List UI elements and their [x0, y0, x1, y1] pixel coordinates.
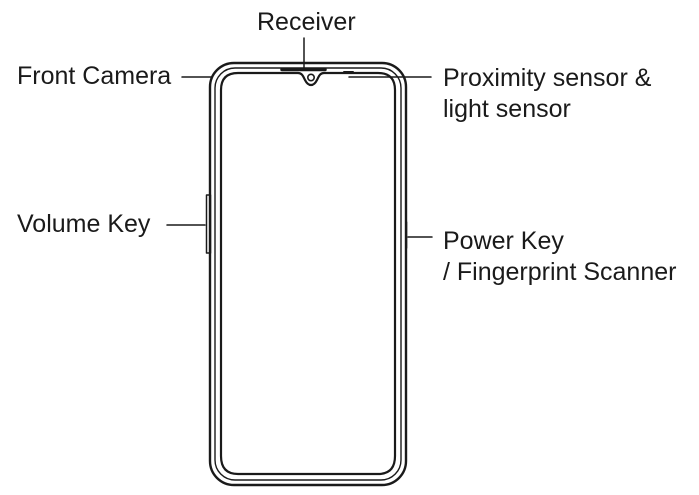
- proximity-label-line2: light sensor: [443, 95, 571, 123]
- proximity-label-line1: Proximity sensor &: [443, 64, 652, 92]
- power-label-line2: / Fingerprint Scanner: [443, 258, 677, 286]
- screen-outline: [219, 71, 397, 476]
- power-key-label: Power Key / Fingerprint Scanner: [443, 226, 676, 288]
- phone-body-outline: [208, 61, 408, 487]
- receiver-label: Receiver: [257, 7, 356, 38]
- front-camera-label-text: Front Camera: [17, 62, 172, 90]
- power-label-line1: Power Key: [443, 227, 564, 255]
- proximity-sensor-label: Proximity sensor & light sensor: [443, 63, 651, 125]
- volume-key: [205, 194, 212, 254]
- phone-bezel-outline: [214, 67, 402, 481]
- front-camera-label: Front Camera: [17, 61, 171, 92]
- receiver-label-text: Receiver: [257, 8, 356, 36]
- volume-key-label: Volume Key: [17, 209, 150, 240]
- front-camera-lens: [306, 73, 315, 82]
- volume-key-label-text: Volume Key: [17, 210, 151, 238]
